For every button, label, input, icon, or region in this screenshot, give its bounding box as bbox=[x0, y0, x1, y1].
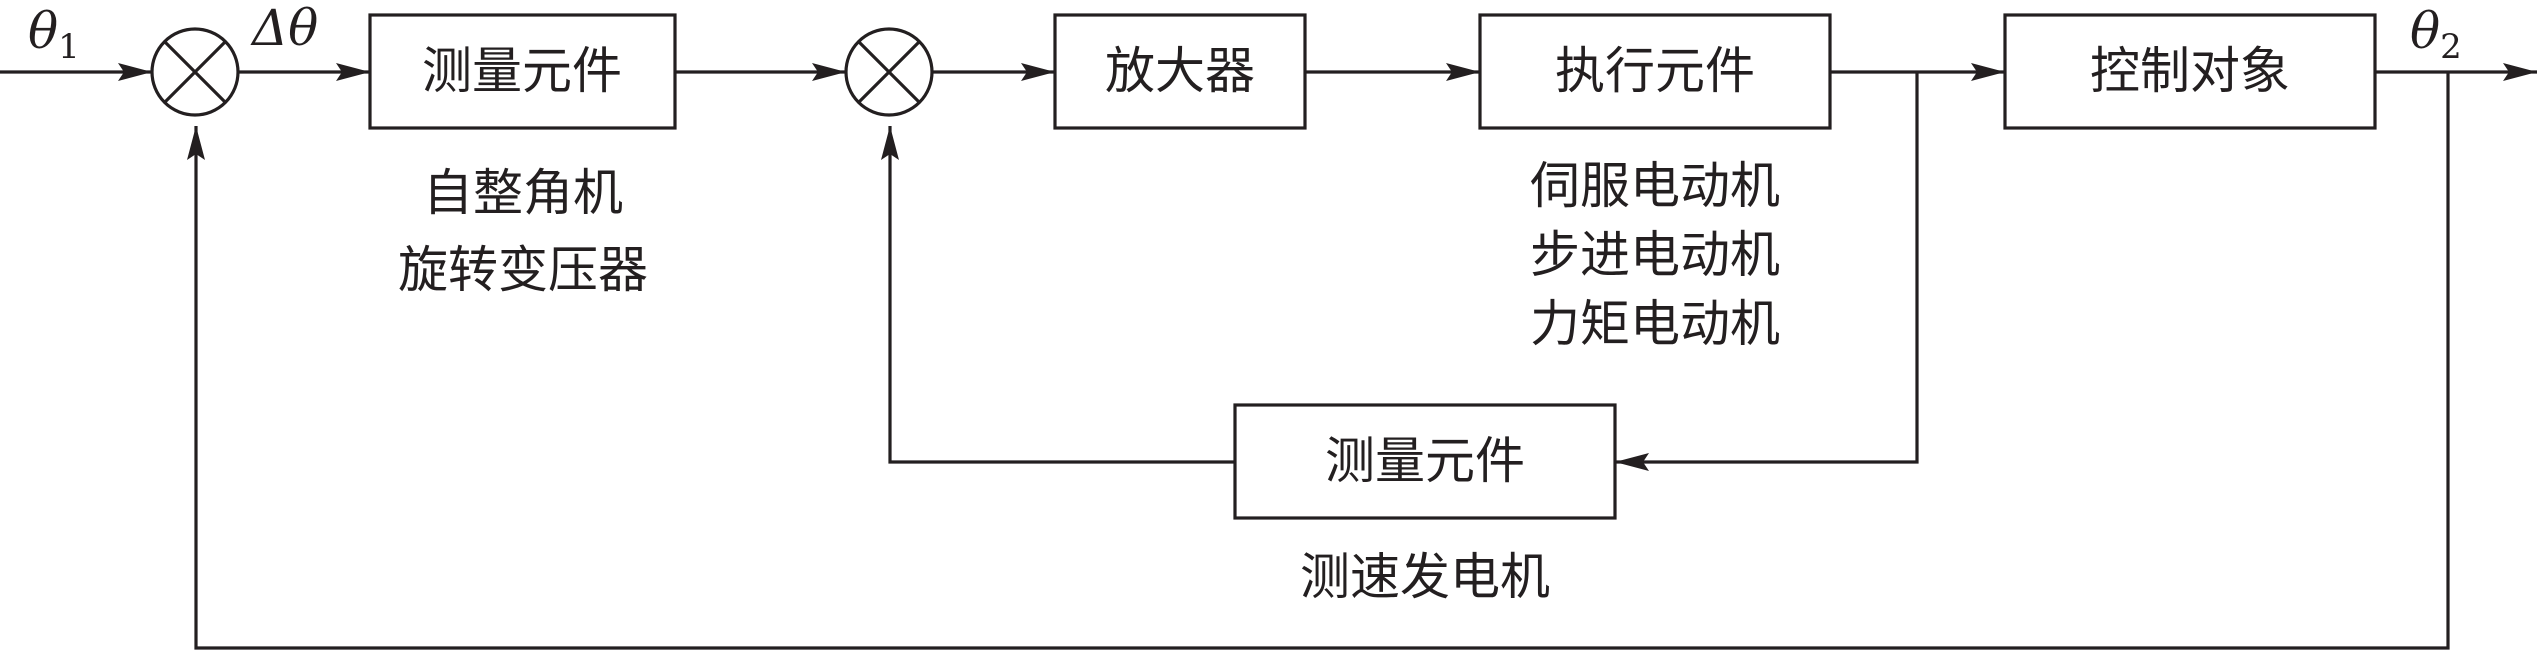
input-signal-label: θ1 bbox=[28, 2, 80, 67]
arrowhead-up-into-sum1 bbox=[187, 126, 205, 160]
notes-actuator: 伺服电动机 步进电动机 力矩电动机 bbox=[1530, 157, 1780, 353]
note-actuator-3: 力矩电动机 bbox=[1530, 295, 1780, 353]
output-signal-subscript: 2 bbox=[2440, 27, 2462, 67]
arrowhead-output bbox=[2503, 63, 2537, 81]
block-measure-main-label: 测量元件 bbox=[422, 42, 622, 100]
block-measure-feedback: 测量元件 bbox=[1233, 403, 1617, 520]
arrowhead-into-plant bbox=[1971, 63, 2005, 81]
arrowhead-into-amplifier bbox=[1021, 63, 1055, 81]
notes-measure-main: 自整角机 旋转变压器 bbox=[398, 164, 648, 299]
block-measure-feedback-label: 测量元件 bbox=[1325, 432, 1525, 490]
arrowhead-into-actuator bbox=[1446, 63, 1480, 81]
inner-feedback-pickoff-line bbox=[1615, 72, 1919, 464]
block-plant: 控制对象 bbox=[2003, 13, 2377, 130]
error-signal-label: Δθ bbox=[250, 0, 318, 57]
input-signal-symbol: θ bbox=[28, 2, 58, 60]
note-actuator-1: 伺服电动机 bbox=[1530, 157, 1780, 215]
summing-junction-1 bbox=[150, 27, 240, 117]
arrowhead-up-into-sum2 bbox=[881, 126, 899, 160]
note-actuator-2: 步进电动机 bbox=[1530, 226, 1780, 284]
block-actuator-label: 执行元件 bbox=[1555, 42, 1755, 100]
arrowhead-into-feedback-measure bbox=[1615, 453, 1649, 471]
output-signal-label: θ2 bbox=[2410, 2, 2462, 67]
connection-lines bbox=[0, 70, 2537, 650]
block-actuator: 执行元件 bbox=[1478, 13, 1832, 130]
note-measure-main-1: 自整角机 bbox=[423, 164, 623, 222]
inner-feedback-return-line bbox=[888, 126, 1235, 464]
outer-feedback-line bbox=[194, 72, 2450, 650]
note-measure-feedback-1: 测速发电机 bbox=[1300, 548, 1550, 606]
arrowhead-into-sum1 bbox=[118, 63, 152, 81]
notes-measure-feedback: 测速发电机 bbox=[1300, 548, 1550, 606]
block-plant-label: 控制对象 bbox=[2090, 42, 2290, 100]
block-amplifier: 放大器 bbox=[1053, 13, 1307, 130]
block-amplifier-label: 放大器 bbox=[1105, 42, 1255, 100]
arrowhead-into-sum2 bbox=[812, 63, 846, 81]
note-measure-main-2: 旋转变压器 bbox=[398, 241, 648, 299]
output-signal-symbol: θ bbox=[2410, 2, 2440, 60]
arrowheads bbox=[118, 63, 2537, 471]
arrowhead-into-measure bbox=[336, 63, 370, 81]
input-signal-subscript: 1 bbox=[58, 27, 80, 67]
block-measure-main: 测量元件 bbox=[368, 13, 677, 130]
summing-junction-2 bbox=[844, 27, 934, 117]
